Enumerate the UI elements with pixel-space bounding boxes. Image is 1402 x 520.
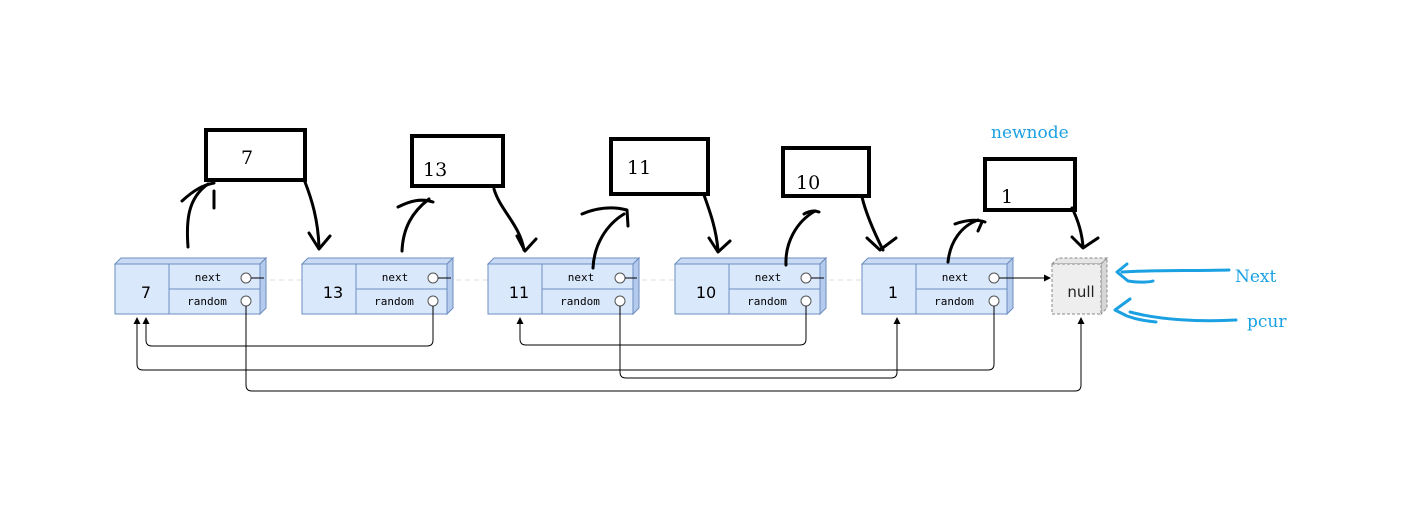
node-value: 1 bbox=[888, 283, 898, 302]
random-pointer-dot bbox=[240, 295, 252, 307]
copy-box bbox=[410, 134, 505, 188]
random-field-label: random bbox=[934, 295, 974, 308]
copy-box bbox=[983, 157, 1077, 212]
pcur-pointer-label: pcur bbox=[1247, 312, 1287, 332]
next-pointer-dot bbox=[988, 272, 1000, 284]
next-field-label: next bbox=[755, 271, 782, 284]
node-value: 11 bbox=[509, 283, 529, 302]
node-value: 13 bbox=[323, 283, 343, 302]
copy-value: 7 bbox=[241, 147, 253, 169]
list-node: 7 next random bbox=[113, 256, 268, 316]
random-link bbox=[245, 306, 1085, 392]
random-field-label: random bbox=[560, 295, 600, 308]
list-node: 1 next random bbox=[860, 256, 1015, 316]
random-link bbox=[516, 306, 807, 346]
pcur-pointer-arrow bbox=[1113, 297, 1238, 324]
newnode-label: newnode bbox=[991, 123, 1069, 143]
random-link bbox=[142, 306, 434, 347]
list-node: 10 next random bbox=[673, 256, 828, 316]
random-link bbox=[133, 306, 995, 371]
next-field-label: next bbox=[382, 271, 409, 284]
copy-box bbox=[204, 128, 307, 182]
null-node: null bbox=[1050, 256, 1109, 316]
random-pointer-dot bbox=[988, 295, 1000, 307]
copy-value: 11 bbox=[627, 157, 651, 179]
random-field-label: random bbox=[187, 295, 227, 308]
random-field-label: random bbox=[747, 295, 787, 308]
next-field-label: next bbox=[568, 271, 595, 284]
copy-box bbox=[781, 146, 871, 198]
random-pointer-links bbox=[133, 306, 1085, 392]
next-field-label: next bbox=[195, 271, 222, 284]
next-pointer-label: Next bbox=[1235, 267, 1277, 287]
next-pointer-arrow bbox=[1115, 262, 1231, 284]
handdrawn-arrows bbox=[180, 180, 1100, 270]
annotations: newnode Next pcur bbox=[991, 123, 1287, 332]
node-value: 10 bbox=[696, 283, 716, 302]
list-node: 11 next random bbox=[486, 256, 641, 316]
copy-value: 1 bbox=[1001, 186, 1013, 208]
next-pointer-dot bbox=[614, 272, 626, 284]
copy-box bbox=[609, 137, 710, 196]
next-pointer-dot bbox=[800, 272, 812, 284]
random-pointer-dot bbox=[427, 295, 439, 307]
copy-value: 10 bbox=[796, 172, 820, 194]
next-pointer-dot bbox=[240, 272, 252, 284]
random-pointer-dot bbox=[800, 295, 812, 307]
random-link bbox=[619, 306, 901, 379]
copy-value: 13 bbox=[423, 159, 447, 181]
node-value: 7 bbox=[141, 283, 151, 302]
next-pointer-dot bbox=[427, 272, 439, 284]
list-node: 13 next random bbox=[300, 256, 455, 316]
random-field-label: random bbox=[374, 295, 414, 308]
next-field-label: next bbox=[942, 271, 969, 284]
null-label: null bbox=[1067, 283, 1094, 301]
copy-nodes bbox=[204, 128, 1077, 212]
random-pointer-dot bbox=[614, 295, 626, 307]
